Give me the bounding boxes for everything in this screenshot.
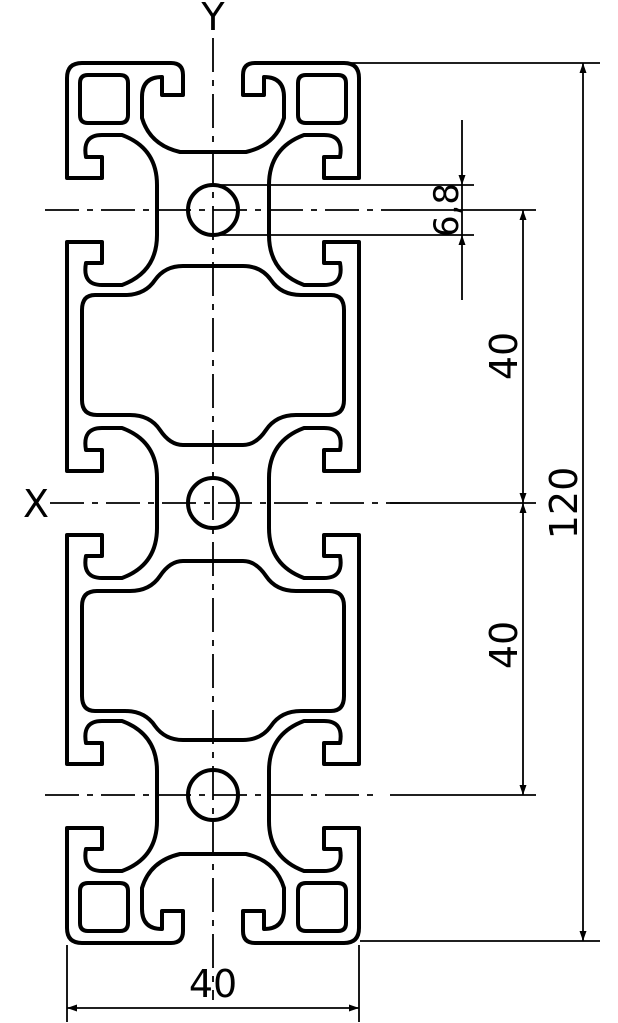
profile-inner-cavity-bottom-right bbox=[211, 559, 346, 742]
dimension-label-120: 120 bbox=[542, 467, 586, 540]
axis-y-label: Y bbox=[200, 0, 225, 39]
profile-outer-contour-bottom-left bbox=[65, 501, 215, 945]
dimension-label-40-upper: 40 bbox=[482, 332, 526, 380]
profile-outer-contour-top-left bbox=[65, 61, 215, 505]
dimension-label-40-lower: 40 bbox=[482, 621, 526, 669]
profile-corner-cavity-bottom-right bbox=[296, 881, 348, 933]
profile-outer-contour-bottom-right bbox=[211, 501, 361, 945]
extension-lines bbox=[66, 62, 600, 1022]
dimension-label-40-width: 40 bbox=[189, 962, 237, 1006]
profile-corner-cavity-top-left bbox=[78, 73, 130, 125]
dimension-label-hole-diameter: 6,8 bbox=[427, 183, 467, 237]
profile-outer-contour-top-right bbox=[211, 61, 361, 505]
profile-corner-cavity-top-right bbox=[296, 73, 348, 125]
profile-corner-cavity-bottom-left bbox=[78, 881, 130, 933]
profile-inner-cavity-bottom-left bbox=[80, 559, 215, 742]
profile-outline bbox=[65, 61, 361, 945]
profile-inner-cavity-top-left bbox=[80, 264, 215, 447]
profile-inner-cavity-top-right bbox=[211, 264, 346, 447]
axis-x-label: X bbox=[23, 482, 49, 526]
